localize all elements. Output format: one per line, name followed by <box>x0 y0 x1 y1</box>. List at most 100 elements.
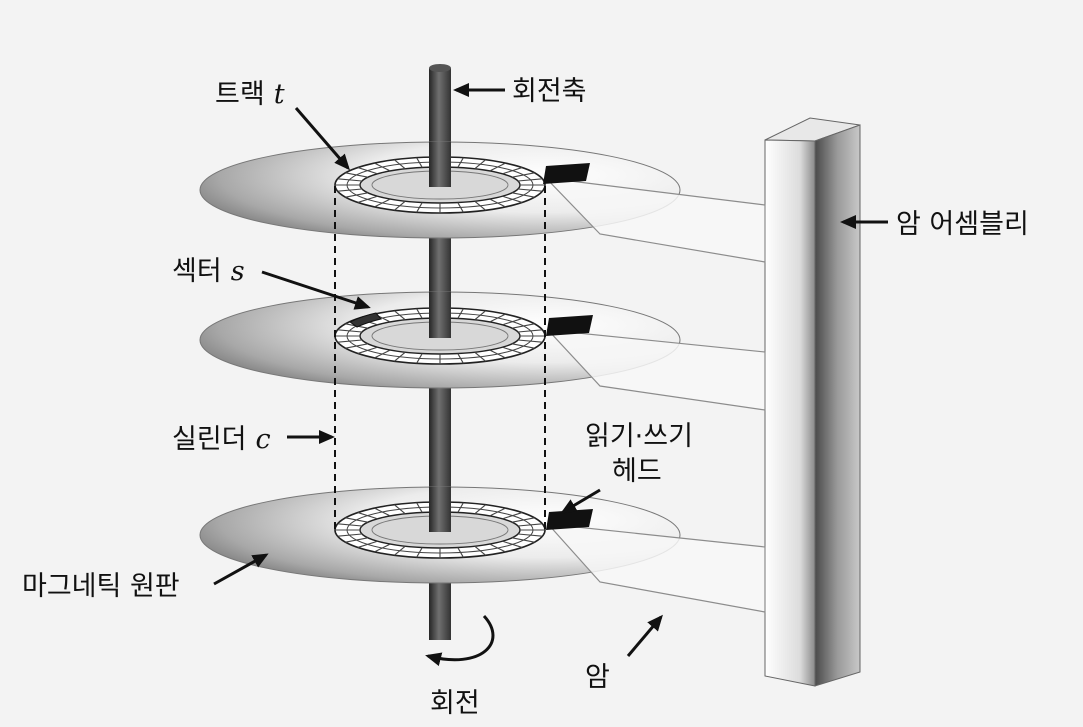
spindle-label: 회전축 <box>512 76 587 107</box>
sector-divider <box>337 188 363 192</box>
sector-divider <box>345 343 369 349</box>
arm-assembly <box>764 117 861 687</box>
rotation-label: 회전 <box>430 688 480 719</box>
sector-divider <box>502 167 523 175</box>
sector-divider <box>489 349 506 359</box>
track-label-text: 트랙 <box>215 79 265 110</box>
sector-arrow <box>261 270 371 310</box>
sector-divider <box>394 351 406 362</box>
sector-divider <box>517 339 543 343</box>
track-label-var: t <box>274 79 285 110</box>
track-arrow <box>294 107 350 171</box>
sector-divider <box>517 533 543 537</box>
sector-divider <box>502 512 523 520</box>
sector-divider <box>474 545 486 556</box>
sector-divider <box>489 162 506 172</box>
sector-divider <box>374 507 391 517</box>
sector-label-var: s <box>231 256 245 287</box>
platter-arrow <box>213 553 269 586</box>
sector-divider <box>374 162 391 172</box>
sector-divider <box>511 517 535 523</box>
sector-divider <box>416 502 423 513</box>
sector-divider <box>416 157 423 168</box>
sector-divider <box>416 353 423 364</box>
sector-divider <box>517 178 543 182</box>
sector-divider <box>345 192 369 198</box>
arm-arrow <box>626 614 663 657</box>
read-write-head-top <box>543 163 590 184</box>
read-write-head-label-line2: 헤드 <box>612 456 662 487</box>
sector-divider <box>337 533 363 537</box>
platter-label: 마그네틱 원판 <box>22 571 180 602</box>
sector-divider <box>511 343 535 349</box>
track-label: 트랙 t <box>215 79 285 110</box>
sector-divider <box>511 192 535 198</box>
sector-divider <box>517 188 543 192</box>
cylinder-label: 실린더 c <box>172 424 271 455</box>
sector-divider <box>394 504 406 515</box>
spindle-top <box>429 64 451 72</box>
sector-divider <box>502 318 523 326</box>
sector-divider <box>337 523 363 527</box>
arm-label: 암 <box>585 662 610 693</box>
sector-divider <box>457 157 464 168</box>
sector-divider <box>416 202 423 213</box>
sector-divider <box>474 159 486 170</box>
sector-divider <box>457 202 464 213</box>
sector-divider <box>457 547 464 558</box>
sector-divider <box>474 504 486 515</box>
rotation-arrow <box>425 614 495 667</box>
read-write-head-bottom <box>546 509 593 530</box>
sector-divider <box>416 308 423 319</box>
sector-divider <box>394 159 406 170</box>
arm-assembly-label: 암 어셈블리 <box>896 209 1029 240</box>
sector-divider <box>394 545 406 556</box>
sector-divider <box>502 540 523 548</box>
cylinder-label-text: 실린더 <box>172 424 247 455</box>
arm-middle <box>546 329 766 411</box>
sector-label: 섹터 s <box>172 256 245 287</box>
sector-divider <box>394 310 406 321</box>
sector-divider <box>337 329 363 333</box>
spindle-segment <box>429 142 451 187</box>
spindle-segment <box>429 487 451 532</box>
sector-divider <box>345 172 369 178</box>
sector-divider <box>357 167 378 175</box>
sector-divider <box>374 349 391 359</box>
sector-divider <box>474 310 486 321</box>
sector-divider <box>357 195 378 203</box>
sector-divider <box>374 198 391 208</box>
sector-divider <box>457 502 464 513</box>
sector-divider <box>337 178 363 182</box>
sector-divider <box>489 507 506 517</box>
sector-divider <box>357 540 378 548</box>
sector-divider <box>357 512 378 520</box>
sector-divider <box>374 543 391 553</box>
sector-label-text: 섹터 <box>172 256 222 287</box>
sector-divider <box>502 195 523 203</box>
sector-divider <box>489 313 506 323</box>
sector-divider <box>345 517 369 523</box>
sector-divider <box>457 353 464 364</box>
sector-divider <box>474 200 486 211</box>
arm-top <box>544 177 766 263</box>
sector-divider <box>502 346 523 354</box>
sector-divider <box>517 523 543 527</box>
sector-divider <box>474 351 486 362</box>
sector-divider <box>394 200 406 211</box>
read-write-head-label-line1: 읽기·쓰기 <box>585 421 693 452</box>
spindle-segment <box>429 292 451 338</box>
cylinder-label-var: c <box>256 424 271 455</box>
sector-divider <box>511 172 535 178</box>
sector-divider <box>511 537 535 543</box>
read-write-head-middle <box>546 315 593 336</box>
sector-divider <box>416 547 423 558</box>
sector-divider <box>457 308 464 319</box>
sector-divider <box>489 198 506 208</box>
sector-divider <box>489 543 506 553</box>
highlighted-sector <box>349 312 382 328</box>
sector-divider <box>337 339 363 343</box>
sector-divider <box>357 346 378 354</box>
head-arrow <box>560 488 601 514</box>
